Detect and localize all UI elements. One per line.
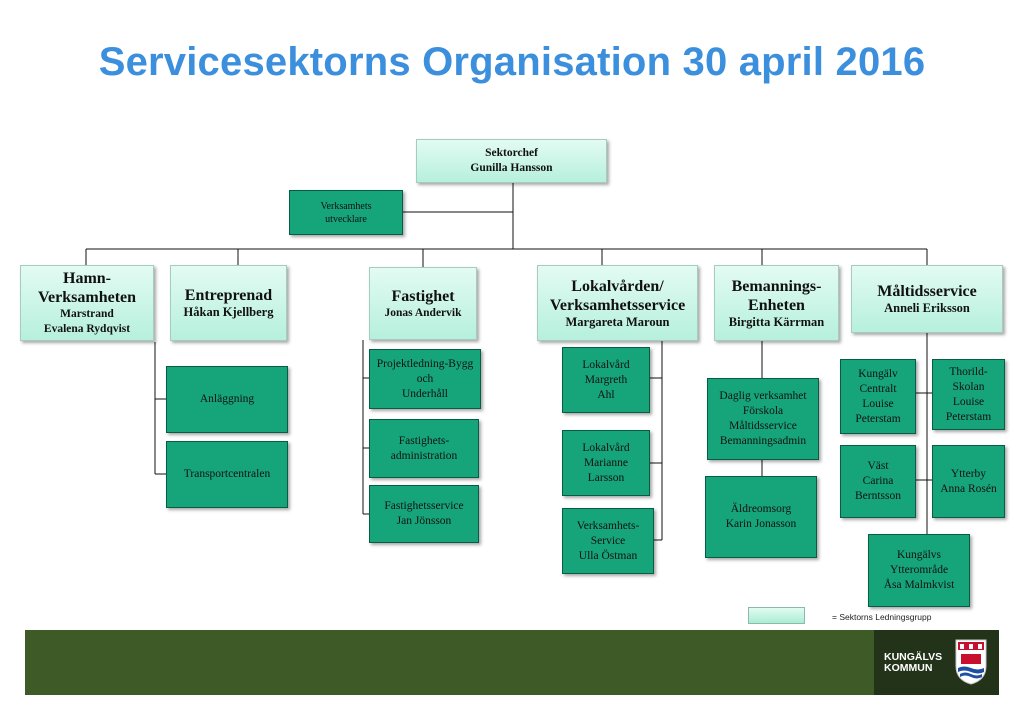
subunit-label: Daglig verksamhet — [719, 390, 807, 402]
subunit-label: administration — [390, 449, 458, 462]
unit-manager: Håkan Kjellberg — [183, 305, 274, 319]
subunit-manager: Larsson — [587, 471, 625, 484]
subunit-label: Transportcentralen — [183, 468, 271, 480]
subunit-label: och — [416, 372, 434, 385]
subunit-manager: Margreth — [584, 373, 628, 386]
subunit-fastighetsadministration: Fastighets- administration — [369, 419, 479, 478]
unit-fastighet: Fastighet Jonas Andervik — [369, 267, 477, 340]
subunit-verksamhetsservice: Verksamhets- Service Ulla Östman — [562, 508, 654, 574]
subunit-fastighetsservice: Fastighetsservice Jan Jönsson — [369, 485, 479, 543]
subunit-label: Underhåll — [402, 387, 448, 400]
unit-manager: Margareta Maroun — [565, 314, 670, 329]
chief-box: Sektorchef Gunilla Hansson — [416, 139, 607, 183]
unit-title: Måltidsservice — [877, 283, 977, 300]
unit-title: Hamn- — [63, 270, 111, 287]
legend-label: = Sektorns Ledningsgrupp — [832, 612, 932, 622]
subunit-thorildskolan: Thorild- Skolan Louise Peterstam — [932, 359, 1005, 430]
subunit-lokalvard-ahl: Lokalvård Margreth Ahl — [562, 347, 650, 413]
subunit-manager: Karin Jonasson — [725, 518, 797, 530]
subunit-manager: Åsa Malmkvist — [883, 579, 955, 591]
subunit-label: Ytterområde — [889, 564, 949, 576]
subunit-label: Verksamhets- — [576, 519, 640, 532]
subunit-label: Lokalvård — [582, 358, 630, 371]
subunit-label: Fastighets- — [398, 434, 450, 447]
subunit-manager: Peterstam — [855, 412, 901, 425]
subunit-label: Centralt — [859, 382, 897, 395]
unit-title: Entreprenad — [184, 287, 273, 304]
unit-entreprenad: Entreprenad Håkan Kjellberg — [170, 265, 287, 341]
unit-title: Fastighet — [391, 287, 455, 305]
subunit-label: Projektledning-Bygg — [376, 357, 474, 370]
subunit-label: Thorild- — [949, 365, 988, 378]
unit-manager: Birgitta Kärrman — [728, 314, 825, 329]
unit-manager: Anneli Eriksson — [884, 301, 970, 315]
subunit-manager: Berntsson — [855, 490, 901, 502]
legend-swatch — [748, 607, 805, 624]
subunit-label: Skolan — [952, 380, 985, 393]
subunit-kungalv-centralt: Kungälv Centralt Louise Peterstam — [840, 359, 916, 434]
subunit-manager: Jan Jönsson — [396, 515, 452, 527]
subunit-label: Väst — [867, 460, 889, 472]
subunit-label: Bemanningsadmin — [719, 435, 807, 447]
subunit-manager: Ulla Östman — [578, 549, 638, 562]
subunit-manager: Carina — [862, 475, 894, 487]
unit-lokalvarden: Lokalvården/ Verksamhetsservice Margaret… — [537, 265, 698, 341]
subunit-label: Anläggning — [199, 393, 255, 405]
subunit-manager: Ahl — [597, 388, 615, 401]
logo-line2: KOMMUN — [884, 662, 933, 674]
subunit-anlaggning: Anläggning — [166, 366, 288, 433]
unit-manager: Evalena Rydqvist — [43, 323, 131, 335]
subunit-manager: Anna Rosén — [940, 482, 997, 495]
unit-manager: Jonas Andervik — [384, 306, 462, 319]
subunit-manager: Marianne — [583, 456, 629, 469]
logo-line1: KUNGÄLVS — [884, 651, 943, 663]
unit-subtitle: Marstrand — [60, 308, 114, 320]
subunit-manager: Peterstam — [945, 410, 992, 423]
subunit-daglig-verksamhet: Daglig verksamhet Förskola Måltidsservic… — [707, 378, 819, 460]
unit-hamnverksamheten: Hamn- Verksamheten Marstrand Evalena Ryd… — [20, 265, 154, 341]
subunit-transportcentralen: Transportcentralen — [166, 441, 288, 508]
subunit-label: Kungälv — [858, 367, 898, 380]
chief-name: Gunilla Hansson — [470, 162, 553, 174]
footer-bar — [25, 630, 999, 695]
subunit-label: Förskola — [742, 405, 784, 417]
unit-title: Enheten — [748, 296, 805, 314]
subunit-label: Måltidsservice — [729, 420, 797, 432]
subunit-label: Service — [590, 534, 626, 547]
subunit-vast: Väst Carina Berntsson — [840, 445, 916, 518]
coat-of-arms-icon — [955, 639, 987, 685]
subunit-manager: Louise — [952, 395, 985, 408]
subunit-label: Äldreomsorg — [730, 503, 792, 515]
logo-text: KUNGÄLVS KOMMUN — [884, 652, 942, 674]
page-title: Servicesektorns Organisation 30 april 20… — [98, 40, 926, 84]
unit-title: Bemannings- — [731, 277, 822, 295]
municipality-logo: KUNGÄLVS KOMMUN — [874, 630, 999, 695]
subunit-label: Lokalvård — [582, 441, 630, 454]
staff-line1: Verksamhets — [320, 200, 372, 212]
subunit-label: Kungälvs — [896, 549, 942, 561]
unit-title: Verksamheten — [37, 289, 137, 306]
staff-box: Verksamhets utvecklare — [289, 190, 403, 235]
unit-title: Verksamhetsservice — [549, 296, 686, 314]
staff-line2: utvecklare — [325, 213, 367, 225]
unit-title: Lokalvården/ — [571, 277, 664, 295]
subunit-ytteromrade: Kungälvs Ytterområde Åsa Malmkvist — [868, 534, 970, 607]
subunit-ytterby: Ytterby Anna Rosén — [932, 445, 1005, 518]
unit-maltidsservice: Måltidsservice Anneli Eriksson — [851, 265, 1003, 333]
subunit-label: Ytterby — [950, 467, 987, 480]
subunit-label: Fastighetsservice — [384, 500, 464, 512]
unit-bemanningsenheten: Bemannings- Enheten Birgitta Kärrman — [714, 265, 839, 341]
subunit-manager: Louise — [862, 397, 894, 410]
subunit-projektledning: Projektledning-Bygg och Underhåll — [369, 349, 481, 409]
chief-role: Sektorchef — [485, 147, 538, 159]
subunit-aldreomsorg: Äldreomsorg Karin Jonasson — [705, 476, 817, 558]
subunit-lokalvard-larsson: Lokalvård Marianne Larsson — [562, 430, 650, 496]
